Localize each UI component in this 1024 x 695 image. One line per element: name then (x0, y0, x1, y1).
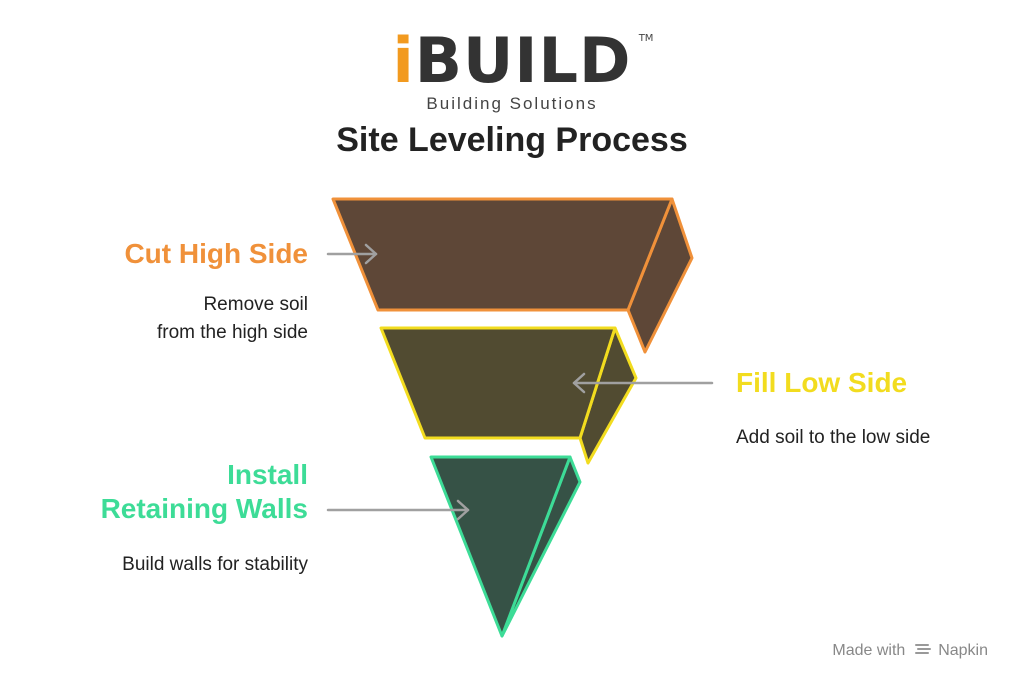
step-fill-description: Add soil to the low side (736, 427, 931, 448)
step-cut-description-line2: from the high side (156, 322, 308, 343)
logo-trademark: TM (638, 33, 654, 44)
step-walls-label: Install Retaining Walls (40, 458, 308, 526)
logo-subtitle: Building Solutions (426, 94, 598, 113)
footer-made-with: Made with (832, 642, 906, 659)
tier-walls-front (429, 455, 572, 638)
funnel-tier-fill (379, 326, 638, 465)
tier-fill-front (379, 326, 617, 440)
funnel-tier-cut (331, 197, 694, 354)
step-walls-label-line2: Retaining Walls (100, 493, 308, 524)
napkin-icon (914, 644, 931, 654)
arrow-cut (326, 243, 378, 265)
step-cut-label: Cut High Side (124, 238, 308, 269)
tier-cut-front (331, 197, 674, 312)
step-fill-label: Fill Low Side (736, 367, 908, 398)
arrow-walls (326, 499, 470, 521)
step-cut-description: Remove soil from the high side (60, 291, 308, 347)
page-title: Site Leveling Process (336, 121, 688, 159)
step-walls-label-line1: Install (227, 459, 308, 490)
step-cut-description-line1: Remove soil (203, 294, 308, 315)
made-with-napkin: Made with Napkin (832, 641, 988, 661)
logo-i-letter: i (392, 24, 415, 97)
arrow-fill (572, 372, 714, 394)
step-walls-description: Build walls for stability (122, 554, 308, 575)
funnel-tier-walls (429, 455, 582, 638)
logo-word: BUILD (414, 24, 632, 97)
footer-brand: Napkin (938, 642, 988, 659)
